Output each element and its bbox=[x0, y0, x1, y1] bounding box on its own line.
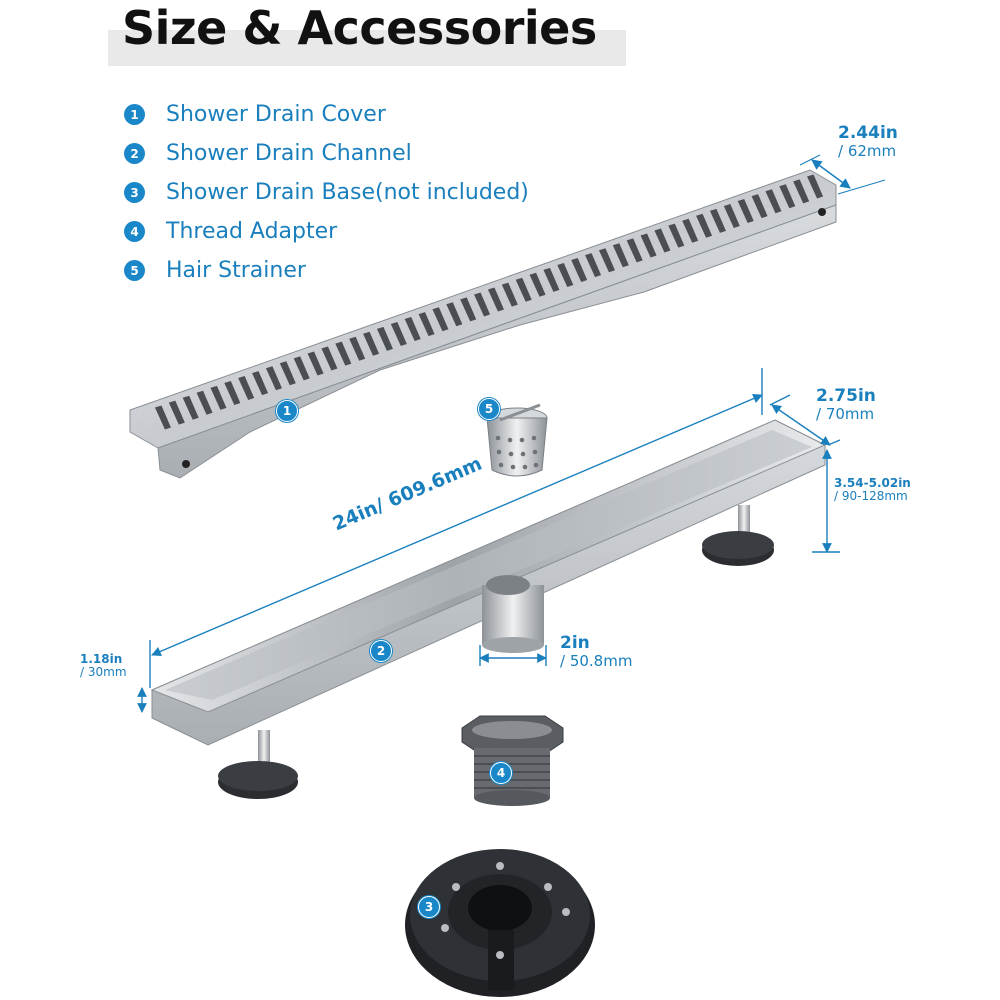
height-range-metric: / 90-128mm bbox=[834, 489, 908, 504]
cover-slot bbox=[793, 179, 810, 204]
height-range-label: 3.54-5.02in / 90-128mm bbox=[834, 476, 911, 504]
cover-slot bbox=[279, 361, 296, 386]
cover-slot bbox=[321, 346, 338, 371]
cover-slot bbox=[265, 366, 282, 391]
cover-slot bbox=[390, 321, 407, 346]
outlet-diameter-label: 2in / 50.8mm bbox=[560, 634, 632, 669]
cover-slot bbox=[307, 351, 324, 376]
page-title: Size & Accessories bbox=[122, 1, 597, 55]
legend-item: 5 Hair Strainer bbox=[124, 251, 529, 290]
thread-adapter bbox=[461, 715, 564, 806]
cover-width-label: 2.44in / 62mm bbox=[838, 124, 898, 159]
number-badge: 1 bbox=[124, 104, 145, 125]
cover-tag: 1 bbox=[276, 400, 298, 422]
legend-label: Shower Drain Base(not included) bbox=[166, 180, 529, 205]
cover-slot bbox=[501, 282, 518, 307]
outlet-metric: / 50.8mm bbox=[560, 651, 633, 670]
parts-legend: 1 Shower Drain Cover 2 Shower Drain Channe… bbox=[124, 95, 529, 290]
cover-slot bbox=[460, 297, 477, 322]
cover-slot bbox=[682, 218, 699, 243]
cover-slot bbox=[779, 184, 796, 209]
channel-width-imperial: 2.75in bbox=[816, 386, 876, 406]
cover-slot bbox=[557, 262, 574, 287]
cover-slot bbox=[765, 189, 782, 214]
height-range-imperial: 3.54-5.02in bbox=[834, 476, 911, 490]
legend-item: 4 Thread Adapter bbox=[124, 212, 529, 251]
cover-width-metric: / 62mm bbox=[838, 141, 897, 160]
cover-slot bbox=[668, 223, 685, 248]
cover-slot bbox=[585, 253, 602, 278]
cover-slot bbox=[515, 277, 532, 302]
legend-label: Shower Drain Channel bbox=[166, 141, 412, 166]
legend-item: 1 Shower Drain Cover bbox=[124, 95, 529, 134]
channel-dimension-lines bbox=[137, 368, 841, 713]
base-tag: 3 bbox=[418, 896, 440, 918]
legend-label: Thread Adapter bbox=[166, 219, 338, 244]
cover-slot bbox=[751, 194, 768, 219]
cover-slot bbox=[598, 248, 615, 273]
adapter-tag: 4 bbox=[490, 762, 512, 784]
cover-slot bbox=[474, 292, 491, 317]
cover-slot bbox=[418, 312, 435, 337]
shower-drain-cover bbox=[129, 169, 837, 479]
cover-slot bbox=[543, 267, 560, 292]
cover-slot bbox=[404, 317, 421, 342]
number-badge: 4 bbox=[124, 221, 145, 242]
number-badge: 3 bbox=[124, 182, 145, 203]
legend-item: 2 Shower Drain Channel bbox=[124, 134, 529, 173]
channel-tag: 2 bbox=[370, 640, 392, 662]
depth-metric: / 30mm bbox=[80, 665, 127, 680]
cover-slot bbox=[696, 213, 713, 238]
cover-slot bbox=[723, 203, 740, 228]
cover-slot bbox=[376, 326, 393, 351]
cover-slot bbox=[446, 302, 463, 327]
legend-item: 3 Shower Drain Base(not included) bbox=[124, 173, 529, 212]
cover-slot bbox=[737, 199, 754, 224]
cover-width-dimension bbox=[799, 154, 886, 195]
cover-slot bbox=[252, 371, 269, 396]
cover-slot bbox=[432, 307, 449, 332]
cover-slot bbox=[529, 272, 546, 297]
cover-slot bbox=[293, 356, 310, 381]
channel-width-label: 2.75in / 70mm bbox=[816, 387, 876, 422]
cover-slot bbox=[654, 228, 671, 253]
strainer-tag: 5 bbox=[478, 398, 500, 420]
depth-imperial: 1.18in bbox=[80, 652, 123, 666]
legend-label: Hair Strainer bbox=[166, 258, 306, 283]
shower-drain-base bbox=[405, 849, 595, 997]
channel-depth-label: 1.18in / 30mm bbox=[80, 652, 127, 680]
cover-width-imperial: 2.44in bbox=[838, 123, 898, 143]
cover-slot bbox=[335, 341, 352, 366]
cover-slot bbox=[487, 287, 504, 312]
number-badge: 2 bbox=[124, 143, 145, 164]
cover-slot bbox=[363, 331, 380, 356]
cover-slot bbox=[612, 243, 629, 268]
cover-slot bbox=[640, 233, 657, 258]
title-highlight bbox=[108, 30, 626, 66]
channel-width-metric: / 70mm bbox=[816, 404, 875, 423]
cover-slot bbox=[349, 336, 366, 361]
number-badge: 5 bbox=[124, 260, 145, 281]
cover-slot bbox=[626, 238, 643, 263]
legend-label: Shower Drain Cover bbox=[166, 102, 386, 127]
cover-slot bbox=[709, 208, 726, 233]
outlet-imperial: 2in bbox=[560, 633, 590, 653]
cover-slot bbox=[571, 258, 588, 283]
